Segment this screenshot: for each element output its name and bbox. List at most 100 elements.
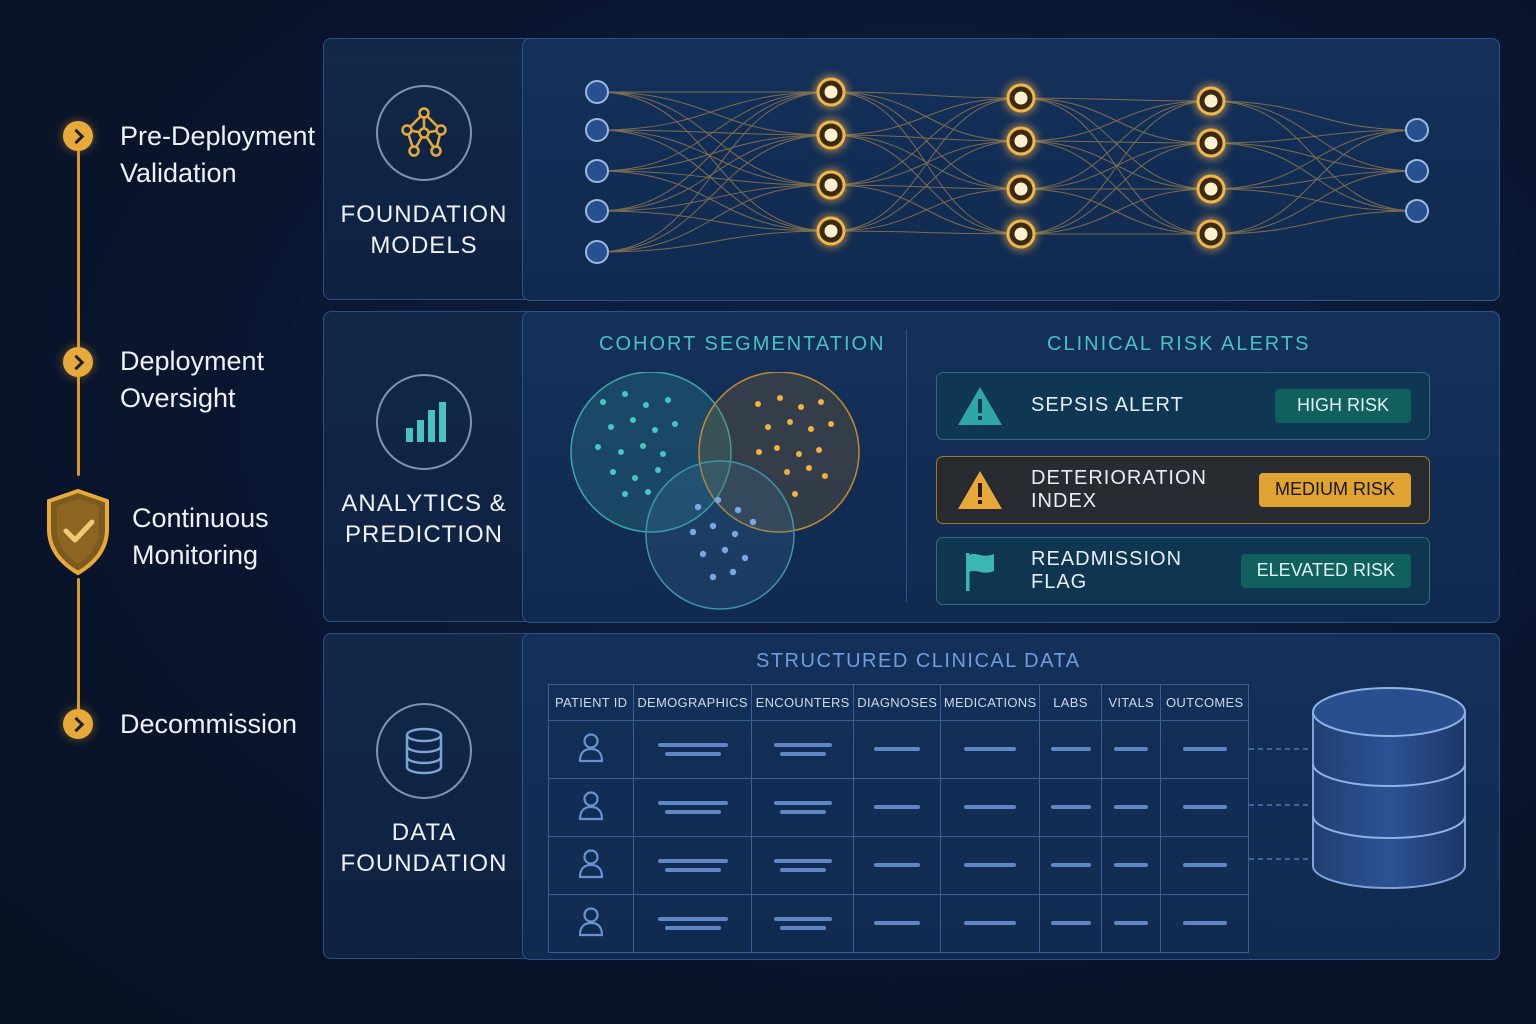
table-cell [1100,835,1162,895]
cohort-point [652,426,658,433]
warning-icon [955,381,1005,431]
table-row[interactable] [547,777,1249,837]
alert-label: READMISSION FLAG [1031,547,1183,593]
connection-line [1210,100,1418,211]
cohort-point [618,448,624,455]
redacted-value-bar [779,751,826,756]
cohort-point [734,506,742,513]
connection-line [596,210,832,231]
connection-line [830,134,1022,234]
alert-row-deterioration[interactable]: DETERIORATION INDEX MEDIUM RISK [936,455,1430,524]
redacted-value-bar [1050,805,1091,809]
table-row[interactable] [547,835,1249,895]
layer-title: DATA FOUNDATION [340,819,508,877]
alert-label: DETERIORATION INDEX [1031,466,1207,512]
cohort-point [787,418,793,425]
connection-line [830,91,1022,98]
redacted-value-bar [773,858,832,863]
connection-line [830,91,1022,189]
table-cell [1100,893,1162,953]
cohort-point [600,398,606,405]
table-cell [633,835,752,895]
table-row[interactable] [547,893,1249,953]
table-cell [853,893,942,953]
analytics-panel: COHORT SEGMENTATION CLINICAL RISK ALERTS… [522,310,1500,623]
table-cell [633,777,752,837]
cohort-point [595,443,601,450]
cohort-point [694,503,702,510]
redacted-value-bar [1182,805,1227,809]
hidden-node-core [1204,94,1218,107]
connection-line [830,184,1022,189]
cohort-point [655,466,661,473]
connection-line [1210,210,1418,234]
structured-data-heading: STRUCTURED CLINICAL DATA [756,649,1081,672]
column-header-demographics: DEMOGRAPHICS [633,683,752,721]
table-cell [1160,719,1249,779]
cohort-point [640,442,646,449]
redacted-value-bar [874,747,921,751]
hidden-node-core [824,85,838,98]
connection-line [1020,100,1212,141]
connection-line [1210,142,1418,171]
alert-row-sepsis[interactable]: SEPSIS ALERT HIGH RISK [936,371,1430,440]
table-row[interactable] [547,719,1249,779]
connection-line [596,134,832,252]
stage-label-deployment-oversight: Deployment Oversight [120,346,265,413]
connection-line [1020,100,1212,234]
redacted-value-bar [874,805,921,809]
connection-line [1020,97,1212,101]
cohort-point [755,400,761,407]
alert-row-readmission[interactable]: READMISSION FLAG ELEVATED RISK [936,536,1430,605]
cohort-point [699,550,707,557]
clinical-risk-alerts-heading: CLINICAL RISK ALERTS [1047,332,1311,355]
hidden-node-core [824,224,838,237]
neural-network-panel [522,37,1500,301]
io-node [585,158,609,183]
cohort-point [816,446,822,453]
layer-title: FOUNDATION MODELS [340,201,508,259]
clinical-data-table: PATIENT ID DEMOGRAPHICS ENCOUNTERS DIAGN… [547,683,1249,953]
connection-line [1210,170,1418,189]
connection-line [596,129,832,231]
connection-line [830,97,1022,231]
cohort-point [622,490,628,497]
table-cell [750,835,855,895]
connection-line [596,91,832,185]
bar-chart-icon [376,373,472,470]
connection-line [1210,129,1418,189]
connection-line [830,134,1022,189]
cohort-point [610,468,616,475]
redacted-value-bar [1114,863,1149,867]
table-cell [853,719,942,779]
redacted-value-bar [1182,863,1227,867]
analytics-header: ANALYTICS & PREDICTION [324,312,524,621]
connection-line [830,140,1022,185]
connection-line [596,91,832,231]
table-cell [1039,719,1102,779]
redacted-value-bar [657,800,728,805]
connection-line [1210,142,1418,211]
hidden-node-core [1014,182,1028,195]
connection-line [1020,142,1212,189]
stage-label-decommission: Decommission [120,709,298,739]
connection-line [596,184,832,211]
column-header-outcomes: OUTCOMES [1160,683,1249,721]
database-icon [376,703,472,799]
column-header-labs: LABS [1039,683,1102,721]
data-foundation-header: DATA FOUNDATION [324,634,524,958]
table-cell [547,777,635,837]
cohort-point [608,423,614,430]
redacted-value-bar [779,925,826,930]
cohort-venn-diagram [570,371,860,610]
table-cell [940,719,1041,779]
table-cell [940,777,1041,837]
cohort-point [796,450,802,457]
cohort-point [672,420,678,427]
table-cell [1039,777,1102,837]
alert-label: SEPSIS ALERT [1031,394,1184,416]
redacted-value-bar [1050,747,1091,751]
connection-line [830,188,1022,231]
redacted-value-bar [1050,863,1091,867]
cohort-point [630,416,636,423]
